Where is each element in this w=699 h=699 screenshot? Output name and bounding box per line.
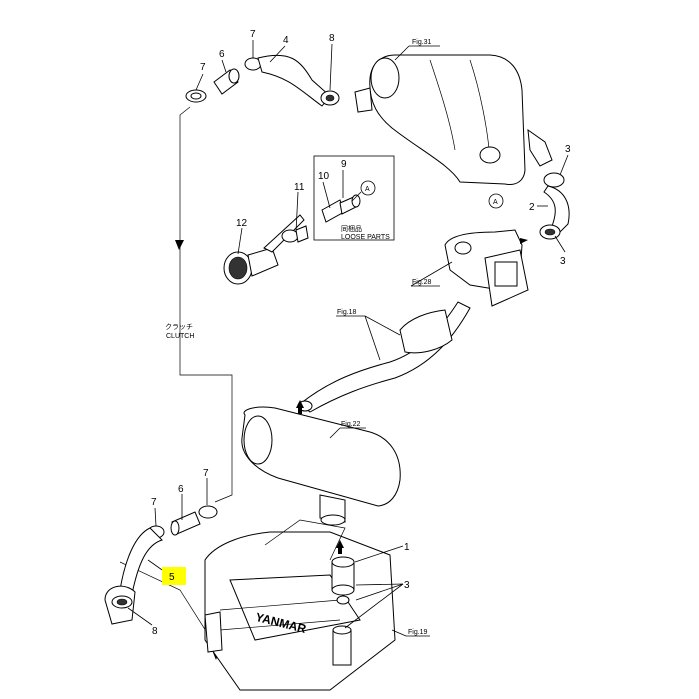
callout-6-a: 6 xyxy=(219,49,225,60)
exhaust-elbow-fig28 xyxy=(444,229,529,307)
fig-ref-22: Fig.22 xyxy=(341,421,361,428)
figure-references: Fig.31 Fig.28 Fig.18 Fig.22 Fig.19 xyxy=(337,39,432,636)
drain-valve-assembly xyxy=(223,214,309,285)
callout-2: 2 xyxy=(529,202,535,213)
callout-5: 5 xyxy=(169,572,175,583)
callout-5-highlight xyxy=(162,567,186,585)
callout-8-b: 8 xyxy=(152,626,158,637)
clutch-jp: クラッチ xyxy=(165,323,193,331)
marker-a-2: A xyxy=(493,199,498,206)
hose-2-assembly xyxy=(539,172,570,240)
marker-a-box: A xyxy=(351,180,376,202)
callout-7-c: 7 xyxy=(151,497,157,508)
marker-a-right: A xyxy=(488,193,504,209)
muffler-fig31 xyxy=(354,54,553,185)
loose-parts-box xyxy=(313,155,395,241)
hose-4-assembly xyxy=(185,54,340,107)
engine-fig19: YANMAR xyxy=(204,519,396,691)
highlighted-callout-5[interactable]: 5 xyxy=(162,567,186,585)
callout-9: 9 xyxy=(341,159,347,170)
loose-parts-jp: 同梱品 xyxy=(341,224,362,233)
callout-3-c: 3 xyxy=(404,580,410,591)
callout-3-b: 3 xyxy=(560,256,566,267)
callout-1: 1 xyxy=(404,542,410,553)
leader-lines xyxy=(127,40,569,637)
loose-parts-en: LOOSE PARTS xyxy=(341,234,390,241)
callout-8-a: 8 xyxy=(329,33,335,44)
fig-ref-31: Fig.31 xyxy=(412,39,432,46)
hose-5-assembly xyxy=(104,505,218,625)
fig-ref-18: Fig.18 xyxy=(337,309,357,316)
clutch-en: CLUTCH xyxy=(166,333,194,340)
heat-exchanger-fig22 xyxy=(241,406,401,526)
callout-10: 10 xyxy=(318,171,330,182)
fig-ref-28: Fig.28 xyxy=(412,279,432,286)
callout-7-a: 7 xyxy=(200,62,206,73)
marker-a-1: A xyxy=(365,186,370,193)
callout-numbers: 7 6 7 4 8 3 2 3 9 10 11 12 1 3 7 6 7 8 xyxy=(151,29,571,637)
callout-7-d: 7 xyxy=(203,468,209,479)
callout-12: 12 xyxy=(236,218,248,229)
callout-11: 11 xyxy=(294,182,305,193)
callout-7-b: 7 xyxy=(250,29,256,40)
callout-6-b: 6 xyxy=(178,484,184,495)
callout-4: 4 xyxy=(283,35,289,46)
callout-3-a: 3 xyxy=(565,144,571,155)
exhaust-pipe-fig18 xyxy=(297,301,471,413)
fig-ref-19: Fig.19 xyxy=(408,629,428,636)
